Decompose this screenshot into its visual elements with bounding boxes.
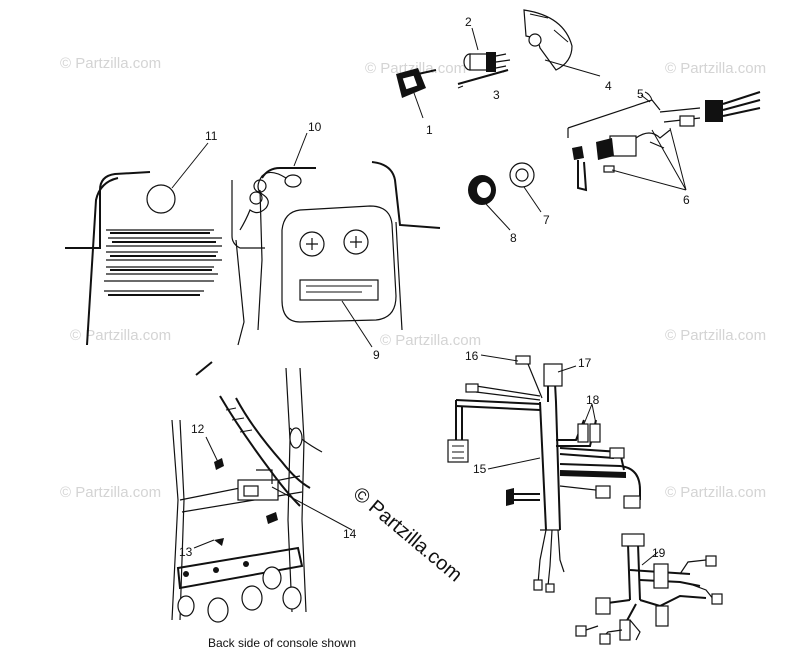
callout-7: 7 [543, 213, 550, 227]
sub-harness [575, 533, 723, 645]
callout-18: 18 [586, 393, 600, 407]
callout-11: 11 [205, 129, 218, 143]
leader-lines [171, 27, 687, 566]
callout-13: 13 [179, 545, 193, 559]
callout-15: 15 [473, 462, 487, 476]
watermark: © Partzilla.com [60, 484, 161, 501]
callout-6: 6 [683, 193, 690, 207]
callout-5: 5 [637, 87, 644, 101]
console-back-side [171, 361, 323, 623]
callout-19: 19 [652, 546, 666, 560]
callout-2: 2 [465, 15, 472, 29]
wire-harness [447, 355, 641, 593]
callout-3: 3 [493, 88, 500, 102]
switch-assembly [567, 91, 761, 192]
callout-14: 14 [343, 527, 357, 541]
watermarks: © Partzilla.com © Partzilla.com © Partzi… [60, 55, 766, 501]
callout-16: 16 [465, 349, 479, 363]
callout-17: 17 [578, 356, 592, 370]
callout-12: 12 [191, 422, 205, 436]
watermark: © Partzilla.com [365, 60, 466, 77]
hood-panel [65, 171, 265, 346]
watermark: © Partzilla.com [380, 332, 481, 349]
callout-4: 4 [605, 79, 612, 93]
key-switch-parts [396, 9, 573, 98]
washers [468, 162, 535, 205]
tether-cap [239, 171, 302, 231]
callout-9: 9 [373, 348, 380, 362]
watermark: © Partzilla.com [665, 327, 766, 344]
watermark: © Partzilla.com [665, 60, 766, 77]
callout-labels: 1 2 3 4 5 6 7 8 9 10 11 12 13 14 15 16 1… [179, 15, 690, 560]
console-panel [257, 161, 441, 331]
watermark: © Partzilla.com [60, 55, 161, 72]
caption: Back side of console shown [208, 636, 356, 650]
watermark: © Partzilla.com [665, 484, 766, 501]
callout-10: 10 [308, 120, 322, 134]
callout-1: 1 [426, 123, 433, 137]
callout-8: 8 [510, 231, 517, 245]
center-watermark: © Partzilla.com [349, 483, 466, 586]
watermark: © Partzilla.com [70, 327, 171, 344]
